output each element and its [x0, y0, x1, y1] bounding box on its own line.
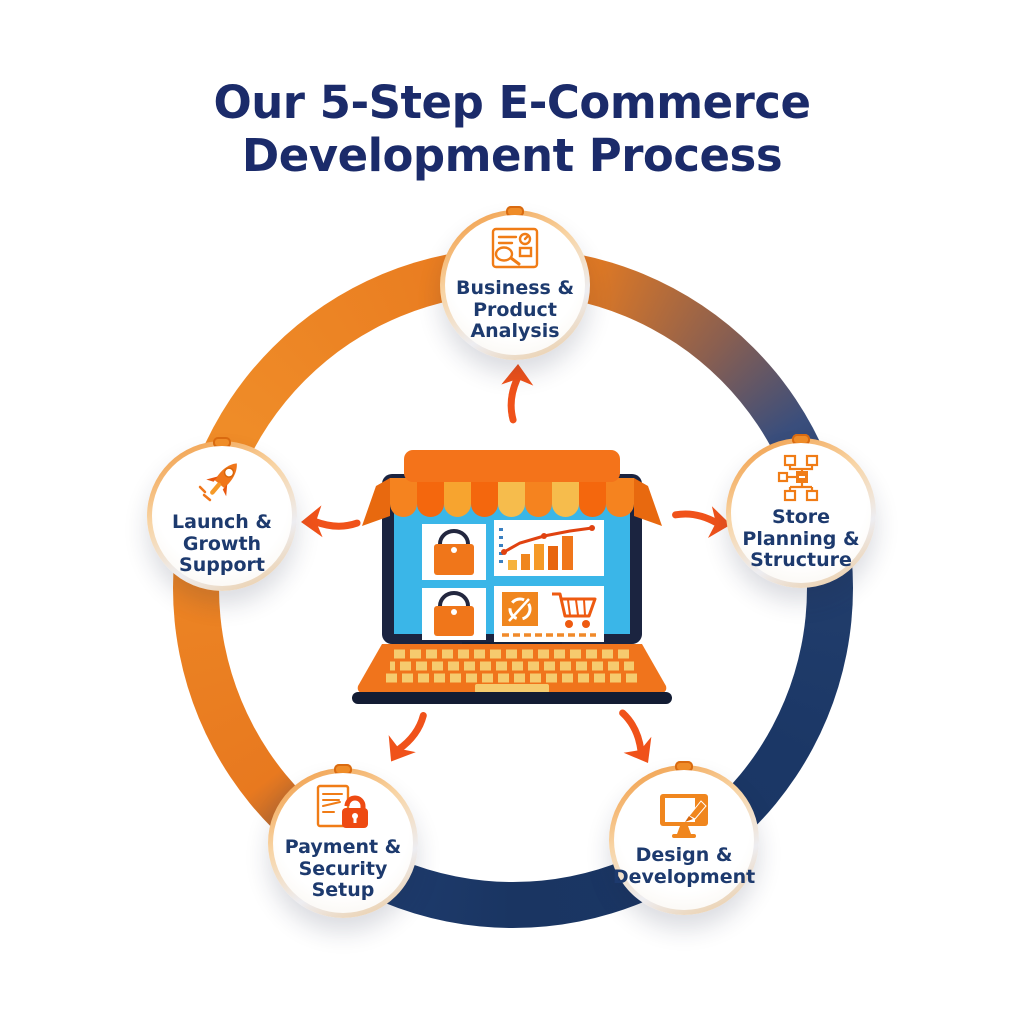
- step-node-business-product-analysis: Business & Product Analysis: [440, 206, 590, 360]
- sitemap-icon: [777, 454, 819, 502]
- step-node-payment-security-setup: Payment & Security Setup: [268, 764, 418, 918]
- laptop-keyboard: [352, 642, 672, 704]
- ecommerce-storefront-laptop-illustration: [352, 450, 672, 704]
- step-marker: [334, 764, 352, 775]
- flow-arrow-up-icon: [501, 364, 534, 424]
- cart-sync-tile: [494, 586, 604, 642]
- document-lock-icon: [316, 784, 368, 829]
- growth-chart-tile: [494, 520, 604, 576]
- analysis-board-icon: [491, 227, 539, 269]
- shopping-bag-tile: [422, 588, 486, 640]
- step-label: Design & Development: [612, 843, 756, 888]
- shopping-cart-icon: [552, 592, 597, 628]
- step-node-store-planning-structure: Store Planning & Structure: [726, 434, 876, 588]
- step-marker: [675, 761, 693, 772]
- flow-arrow-right-icon: [672, 506, 731, 538]
- flow-arrow-down-left-icon: [388, 712, 427, 762]
- step-marker: [792, 434, 810, 445]
- step-label: Payment & Security Setup: [284, 836, 402, 902]
- flow-arrow-left-icon: [301, 505, 361, 538]
- step-marker: [506, 206, 524, 217]
- step-label: Business & Product Analysis: [455, 277, 575, 343]
- page-title: Our 5-Step E-Commerce Development Proces…: [213, 76, 812, 183]
- step-node-design-development: Design & Development: [609, 761, 759, 915]
- storefront-awning: [362, 450, 662, 526]
- step-node-launch-growth-support: Launch & Growth Support: [147, 437, 297, 591]
- step-label: Launch & Growth Support: [172, 511, 272, 577]
- shopping-bag-tile: [422, 524, 486, 580]
- step-label: Store Planning & Structure: [742, 506, 860, 572]
- step-marker: [213, 437, 231, 448]
- monitor-design-icon: [660, 793, 708, 838]
- rocket-icon: [198, 463, 237, 502]
- flow-arrow-down-right-icon: [619, 709, 652, 763]
